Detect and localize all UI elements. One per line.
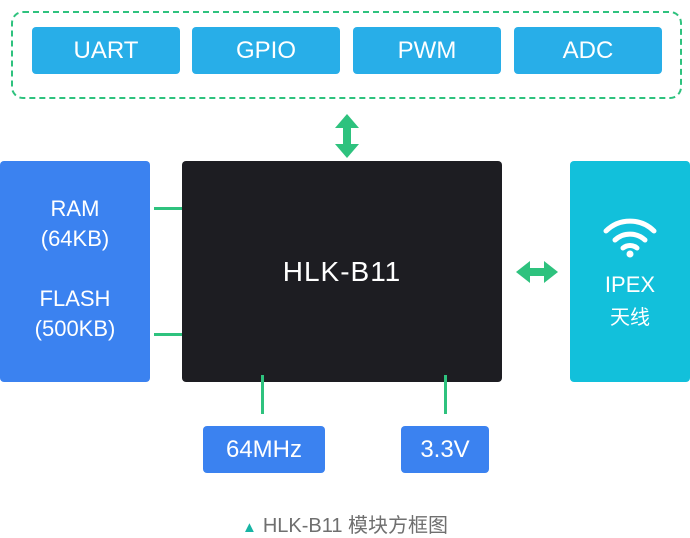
memory-block (0, 161, 150, 382)
caption-text: HLK-B11 模块方框图 (262, 515, 449, 537)
antenna-block: IPEX 天线 (570, 161, 690, 382)
antenna-label: IPEX (604, 272, 656, 297)
clock-connector (261, 375, 264, 414)
ram-label: RAM (50, 196, 100, 221)
triangle-icon: ▲ (241, 519, 257, 536)
chip-name: HLK-B11 (282, 255, 402, 287)
pwm-block: PWM (353, 27, 501, 74)
chip-block: HLK-B11 (182, 161, 502, 382)
antenna-sublabel: 天线 (610, 307, 650, 329)
adc-block: ADC (514, 27, 662, 74)
figure-caption: ▲ HLK-B11 模块方框图 (0, 509, 690, 538)
wifi-icon (603, 218, 657, 258)
flash-connector (154, 333, 194, 336)
interface-group (11, 11, 682, 99)
flash-size: (500KB) (34, 316, 116, 341)
flash-label: FLASH (39, 286, 111, 311)
bidirectional-arrow-horizontal (516, 261, 558, 283)
ram-connector (154, 207, 194, 210)
ram-size: (64KB) (40, 226, 110, 251)
gpio-block: GPIO (192, 27, 340, 74)
bidirectional-arrow-vertical (335, 114, 359, 158)
clock-block: 64MHz (203, 426, 325, 473)
uart-block: UART (32, 27, 180, 74)
voltage-block: 3.3V (401, 426, 489, 473)
voltage-connector (444, 375, 447, 414)
